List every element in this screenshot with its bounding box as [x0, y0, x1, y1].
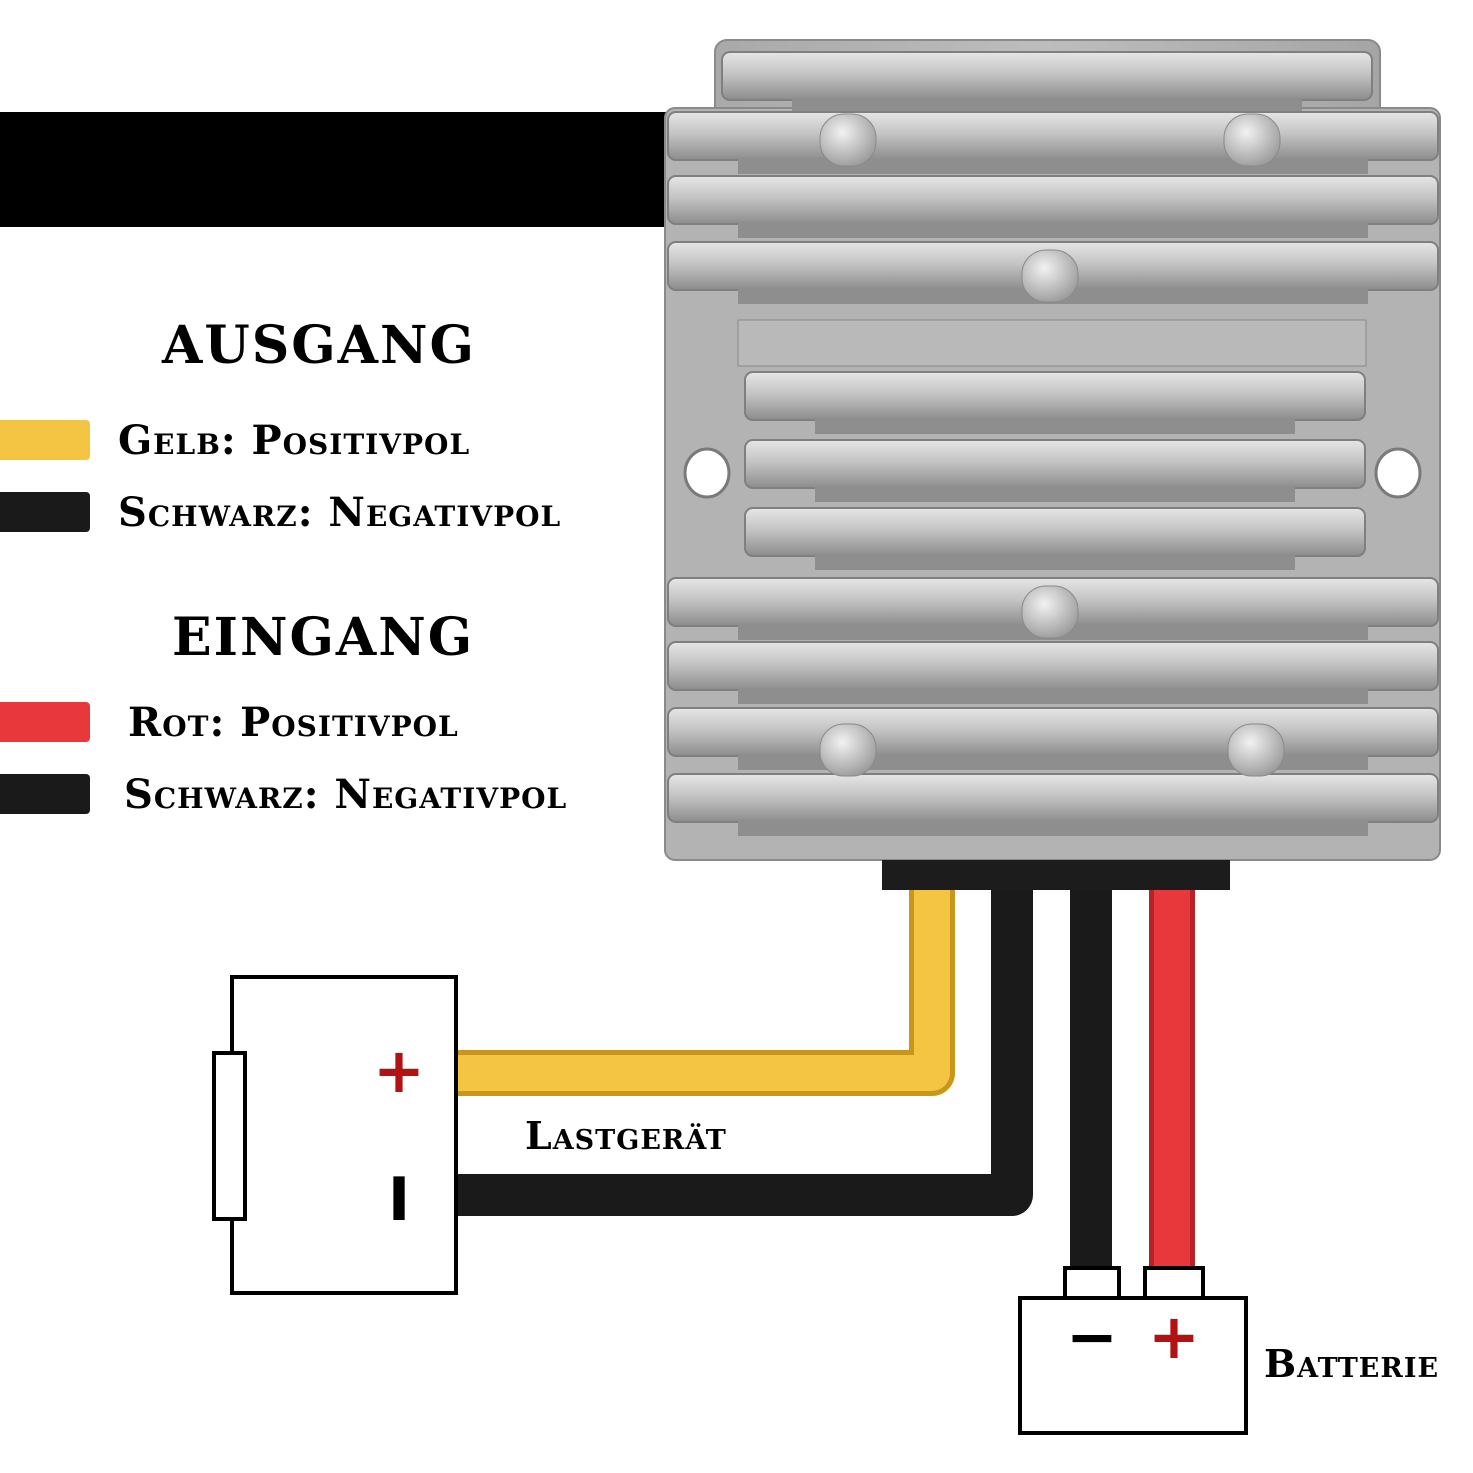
input-heading: EINGANG — [172, 607, 475, 668]
input-positive-label: Rot: Positivpol — [128, 699, 459, 746]
heatsink-fin — [744, 507, 1366, 557]
screw-head — [1021, 585, 1079, 639]
heatsink-gap — [815, 418, 1295, 434]
heatsink-fin — [667, 773, 1439, 823]
battery-label: Batterie — [1264, 1341, 1440, 1386]
yellow-wire — [457, 890, 950, 1091]
battery-plus-sign: + — [1148, 1300, 1200, 1373]
screw-head — [1021, 249, 1079, 303]
heatsink-fin — [667, 111, 1439, 161]
black-wire-output — [457, 890, 1033, 1216]
heatsink-gap — [738, 754, 1368, 770]
heatsink-gap — [738, 688, 1368, 704]
heatsink-gap — [738, 222, 1368, 238]
yellow-wire-swatch — [0, 420, 90, 460]
heatsink-gap — [815, 554, 1295, 570]
screw-head — [1227, 723, 1285, 777]
red-wire-swatch — [0, 702, 90, 742]
battery-body — [1018, 1296, 1248, 1435]
load-terminal — [212, 1051, 247, 1221]
heatsink-gap — [738, 158, 1368, 174]
heatsink-panel — [737, 319, 1367, 367]
black-wire-swatch-output — [0, 492, 90, 532]
heatsink-fin — [721, 51, 1373, 101]
load-device-label: Lastgerät — [525, 1113, 727, 1158]
screw-head — [819, 113, 877, 167]
screw-head — [819, 723, 877, 777]
mounting-hole-right — [1374, 447, 1422, 499]
mounting-hole-left — [683, 447, 731, 499]
load-device — [212, 975, 458, 1295]
load-minus-sign: I — [388, 1165, 410, 1235]
black-wire-swatch-input — [0, 774, 90, 814]
page-title: Verbindung — [62, 126, 496, 209]
heatsink-fin — [744, 371, 1366, 421]
heatsink-gap — [815, 486, 1295, 502]
heatsink-fin — [667, 707, 1439, 757]
title-banner — [0, 112, 668, 227]
screw-head — [1223, 113, 1281, 167]
heatsink-fins — [667, 51, 1439, 836]
load-box — [230, 975, 458, 1295]
screws — [819, 113, 1285, 777]
output-positive-label: Gelb: Positivpol — [118, 417, 471, 464]
heatsink-fin — [667, 641, 1439, 691]
heatsink-gap — [738, 820, 1368, 836]
heatsink-gap — [792, 98, 1302, 114]
battery — [1018, 1266, 1248, 1435]
output-negative-label: Schwarz: Negativpol — [118, 489, 562, 536]
load-plus-sign: + — [373, 1034, 425, 1107]
cable-gland — [882, 860, 1230, 890]
output-heading: AUSGANG — [162, 315, 476, 376]
heatsink-fin — [667, 175, 1439, 225]
battery-minus-sign: − — [1066, 1300, 1118, 1373]
yellow-wire-outline — [457, 890, 955, 1096]
heatsink-fin — [744, 439, 1366, 489]
battery-negative-terminal — [1063, 1266, 1121, 1300]
converter-module — [664, 39, 1441, 890]
input-negative-label: Schwarz: Negativpol — [124, 771, 568, 818]
battery-positive-terminal — [1143, 1266, 1205, 1300]
